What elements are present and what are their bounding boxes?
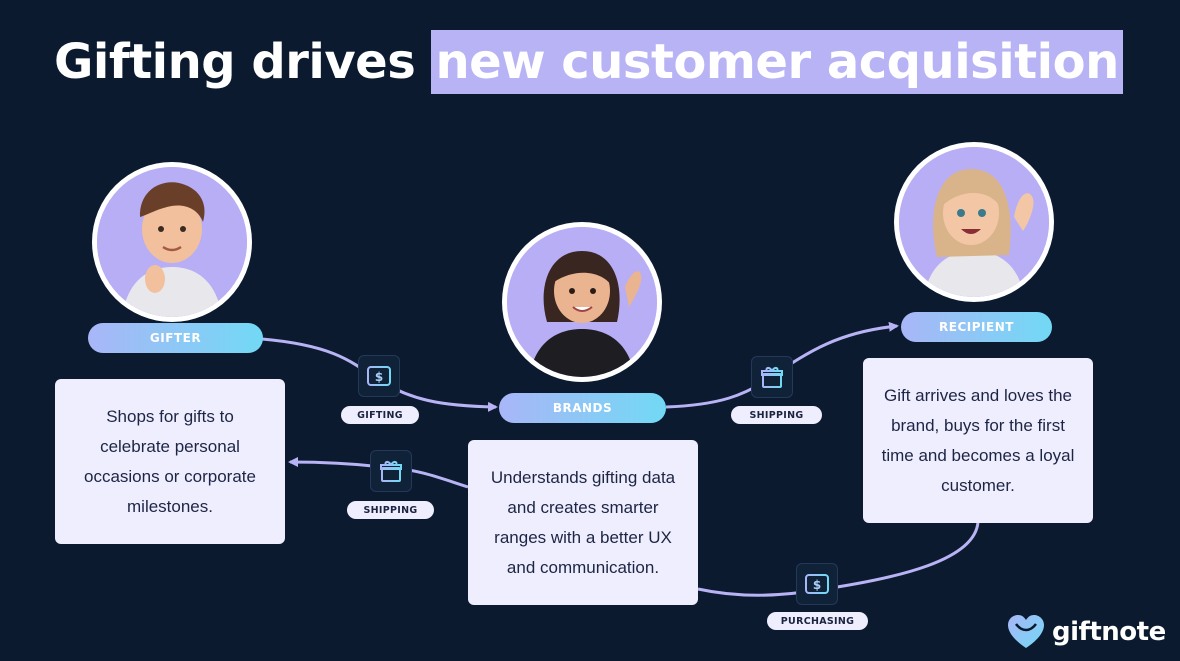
purchasing-tag: PURCHASING: [767, 612, 868, 630]
recipient-avatar: [894, 142, 1054, 302]
logo-text: giftnote: [1052, 617, 1166, 647]
shipping-bottom-icon-box: [370, 450, 412, 492]
gifting-icon-box: $: [358, 355, 400, 397]
brands-label: BRANDS: [499, 393, 666, 423]
shipping-bottom-tag: SHIPPING: [347, 501, 434, 519]
brands-description: Understands gifting data and creates sma…: [468, 440, 698, 605]
woman-blonde-avatar-icon: [899, 147, 1049, 297]
woman-dark-hair-avatar-icon: [507, 227, 657, 377]
svg-text:$: $: [375, 370, 383, 384]
gifting-tag: GIFTING: [341, 406, 419, 424]
gift-icon: [761, 367, 783, 388]
dollar-card-icon: $: [367, 366, 391, 386]
shipping-top-tag: SHIPPING: [731, 406, 822, 424]
gifter-label: GIFTER: [88, 323, 263, 353]
gift-icon: [380, 461, 402, 482]
recipient-label: RECIPIENT: [901, 312, 1052, 342]
heart-logo-icon: [1008, 615, 1044, 648]
man-avatar-icon: [97, 167, 247, 317]
shipping-top-icon-box: [751, 356, 793, 398]
giftnote-logo: giftnote: [1006, 614, 1166, 650]
recipient-description: Gift arrives and loves the brand, buys f…: [863, 358, 1093, 523]
title-plain: Gifting drives: [54, 34, 432, 90]
gifter-avatar: [92, 162, 252, 322]
title-highlight: new customer acquisition: [431, 30, 1123, 94]
brands-avatar: [502, 222, 662, 382]
connector-recipient-brands: [697, 521, 980, 597]
page-title: Gifting drives new customer acquisition: [54, 30, 1123, 94]
purchasing-icon-box: $: [796, 563, 838, 605]
gifter-description: Shops for gifts to celebrate personal oc…: [55, 379, 285, 544]
dollar-card-icon: $: [805, 574, 829, 594]
svg-text:$: $: [813, 578, 821, 592]
